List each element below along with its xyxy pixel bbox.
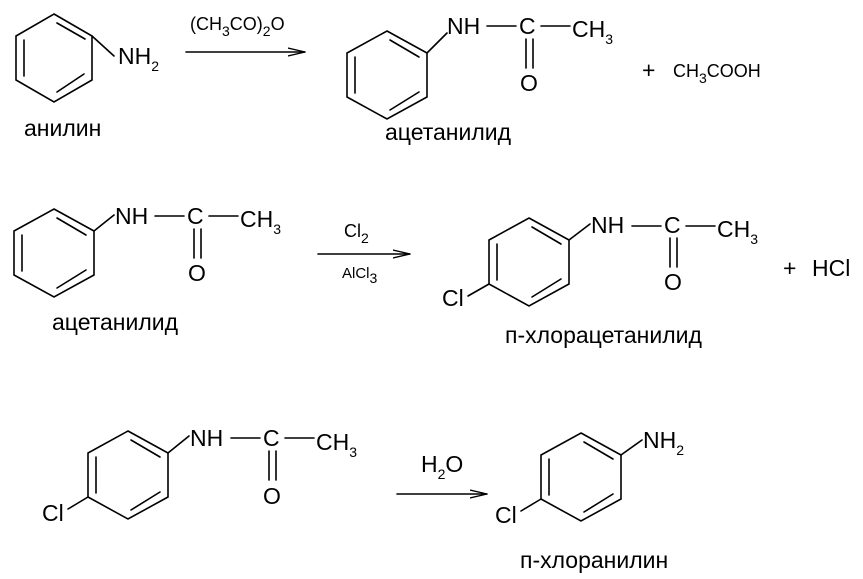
p-chloroacetanilide-carbonyl-o: O (664, 269, 682, 295)
acetanilide-reactant-nh: NH (115, 203, 148, 229)
p-chloroacetanilide-name: п-хлорацетанилид (505, 322, 702, 348)
p-chloroacetanilide-reactant-carbonyl-o: O (263, 483, 281, 509)
acetanilide-reactant-carbonyl-o: O (188, 260, 206, 286)
acetanilide-reactant-ring (13, 208, 115, 298)
acetanilide-reactant-methyl: CH3 (240, 206, 281, 237)
p-chloroacetanilide-ring (467, 217, 591, 307)
acetic-acid-byproduct: CH3COOH (673, 61, 761, 86)
reaction-2: NH C CH3 O ацетанилид Cl2 AlCl3 Cl NH C … (13, 203, 850, 348)
p-chloroacetanilide-reactant-ring (67, 430, 190, 520)
p-chloroacetanilide-methyl: CH3 (717, 216, 758, 247)
p-chloroacetanilide-nh: NH (591, 212, 624, 238)
hydrogen-chloride-byproduct: HCl (812, 255, 850, 281)
p-chloroaniline-cl: Cl (495, 502, 517, 528)
p-chloroacetanilide-reactant-cl: Cl (42, 500, 64, 526)
p-chloroacetanilide-reactant-nh: NH (190, 425, 223, 451)
acetanilide-carbonyl-o: O (520, 70, 538, 96)
aniline-ring (15, 13, 115, 103)
p-chloroacetanilide-reactant-carbonyl-c: C (263, 425, 280, 451)
acetic-anhydride-reagent: (CH3CO)2O (190, 14, 285, 39)
acetanilide-carbonyl-c: C (519, 13, 536, 39)
plus-sign-2: + (783, 255, 796, 281)
p-chloroaniline-name: п-хлоранилин (520, 547, 668, 573)
p-chloroacetanilide-reactant-methyl: CH3 (316, 429, 357, 460)
reaction-1: NH2 анилин (CH3CO)2O NH C CH3 O ацетанил… (15, 13, 761, 145)
acetanilide-reactant-carbonyl-c: C (187, 203, 204, 229)
acetanilide-ring (346, 30, 448, 120)
p-chloroacetanilide-carbonyl-c: C (664, 212, 681, 238)
p-chloroaniline-amino-group: NH2 (643, 427, 684, 458)
aniline-amino-group: NH2 (118, 43, 159, 74)
p-chloroaniline-ring (520, 432, 643, 522)
acetanilide-methyl: CH3 (572, 16, 613, 47)
acetanilide-nh: NH (447, 13, 480, 39)
aluminium-chloride-catalyst: AlCl3 (342, 265, 378, 286)
plus-sign-1: + (642, 57, 655, 83)
water-reagent: H2O (421, 451, 463, 482)
chlorine-reagent: Cl2 (344, 221, 369, 246)
p-chloroacetanilide-cl: Cl (442, 285, 464, 311)
reaction-3: Cl NH C CH3 O H2O Cl NH2 п-хлоранилин (42, 425, 684, 573)
aniline-name: анилин (24, 115, 101, 141)
acetanilide-reactant-name: ацетанилид (52, 309, 179, 335)
acetanilide-name: ацетанилид (385, 119, 512, 145)
